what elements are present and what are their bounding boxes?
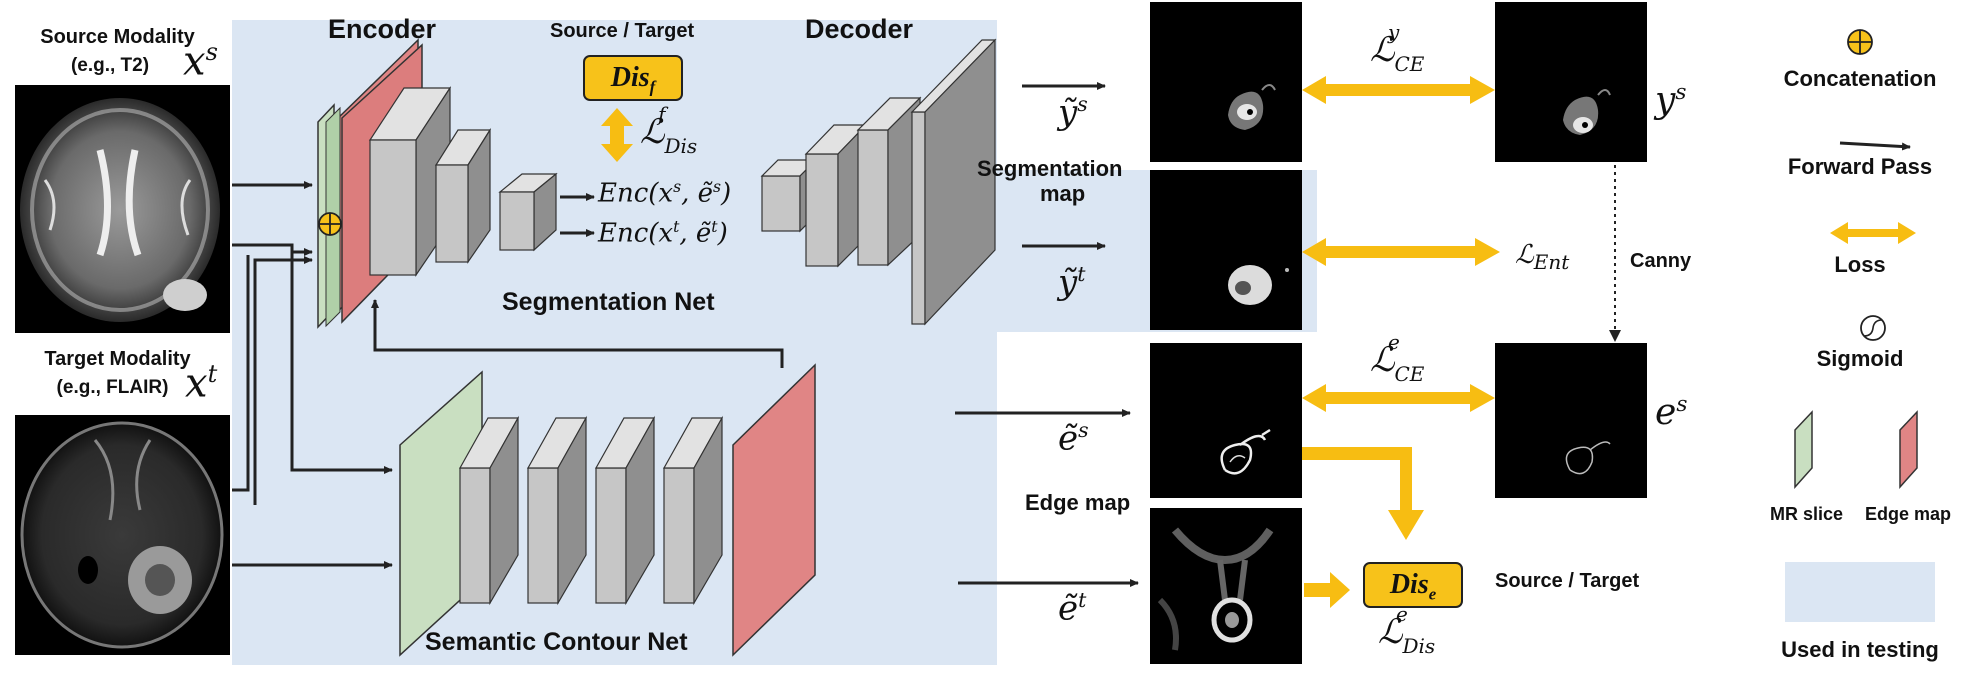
edge-output-source	[1150, 343, 1302, 498]
discriminator-f: Disf	[583, 55, 683, 101]
canny-label: Canny	[1630, 250, 1691, 273]
legend-forward-pass: Forward Pass	[1765, 154, 1955, 180]
segmentation-map-label-2: map	[1040, 181, 1085, 207]
segmentation-net-label: Segmentation Net	[502, 288, 715, 317]
seg-gt-source	[1495, 2, 1647, 162]
enc-target-label: Enc(xt, ẽt)	[598, 218, 728, 249]
xt-symbol: xt	[185, 360, 217, 406]
used-in-testing-swatch	[1785, 562, 1935, 622]
legend-edge-map: Edge map	[1865, 504, 1951, 525]
seg-output-source	[1150, 2, 1302, 162]
target-example-label: (e.g., FLAIR)	[30, 377, 195, 399]
discriminator-e: Dise	[1363, 562, 1463, 608]
es-tilde-symbol: ẽs	[1058, 418, 1089, 458]
legend-sigmoid: Sigmoid	[1765, 346, 1955, 372]
legend-used-in-testing: Used in testing	[1765, 637, 1955, 663]
legend-loss: Loss	[1765, 252, 1955, 278]
target-mri-image	[15, 415, 230, 655]
yt-tilde-symbol: ỹt	[1058, 262, 1085, 302]
semantic-contour-net-label: Semantic Contour Net	[425, 628, 688, 657]
mr-slice-icon	[1795, 412, 1812, 487]
source-target-top-label: Source / Target	[550, 20, 694, 43]
source-target-bottom-label: Source / Target	[1495, 570, 1639, 593]
sigmoid-icon	[1861, 316, 1885, 340]
source-mri-image	[15, 85, 230, 333]
seg-output-target	[1150, 170, 1302, 330]
edge-map-icon	[1900, 412, 1917, 487]
source-example-label: (e.g., T2)	[45, 55, 175, 77]
edge-output-target	[1150, 508, 1302, 664]
ys-tilde-symbol: ỹs	[1058, 92, 1088, 132]
segmentation-map-label: Segmentation	[977, 156, 1122, 182]
ys-symbol: ys	[1655, 80, 1686, 121]
legend-mr-slice: MR slice	[1770, 504, 1843, 525]
es-symbol: es	[1655, 392, 1687, 433]
concatenation-icon	[1848, 30, 1872, 54]
encoder-label: Encoder	[328, 14, 436, 45]
canny-arrow	[1609, 165, 1621, 342]
xs-symbol: xs	[183, 38, 218, 84]
loss-ent: ℒEnt	[1515, 240, 1569, 270]
edge-map-label: Edge map	[1025, 490, 1130, 516]
et-tilde-symbol: ẽt	[1058, 588, 1086, 628]
decoder-label: Decoder	[805, 14, 913, 45]
edge-gt-source	[1495, 343, 1647, 498]
legend-concatenation: Concatenation	[1765, 66, 1955, 92]
enc-source-label: Enc(xs, ẽs)	[598, 178, 731, 209]
forward-arrow-icon	[1840, 143, 1910, 147]
